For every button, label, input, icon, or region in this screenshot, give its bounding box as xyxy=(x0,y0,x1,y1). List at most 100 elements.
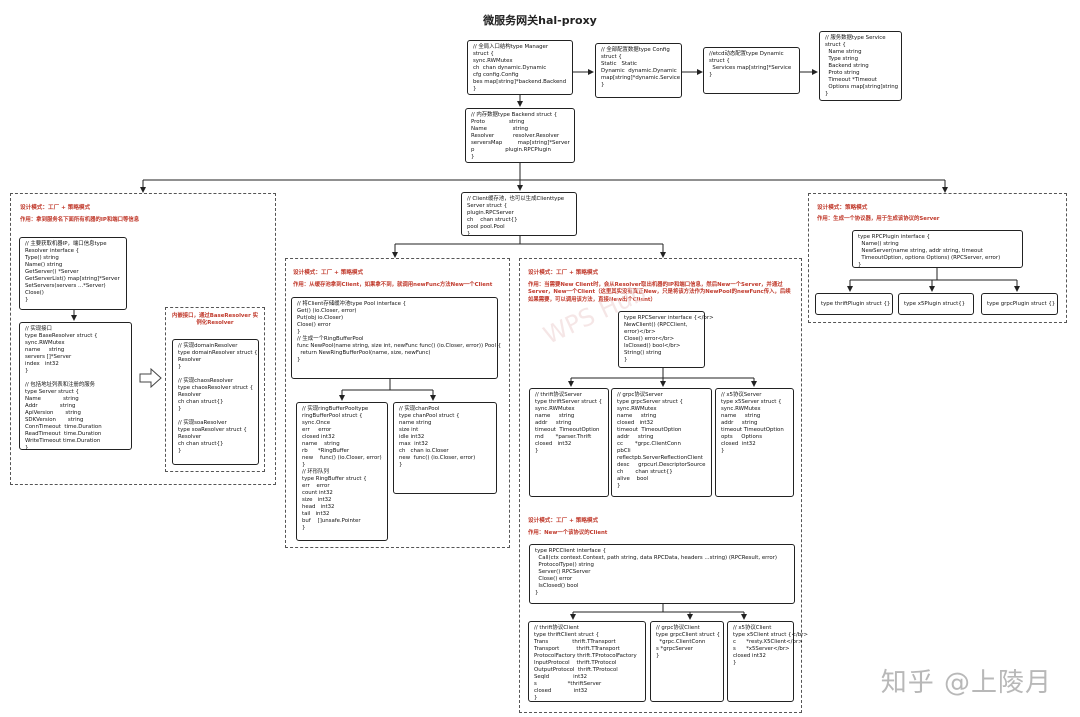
code-line: GetServer() *Server xyxy=(25,269,79,276)
code-line: // x5协议Client xyxy=(733,625,772,631)
code-line: type grpcPlugin struct {} xyxy=(987,301,1056,307)
code-line: // Client缓存池，也可以生成Clienttype xyxy=(467,196,565,202)
code-line: Static Static xyxy=(601,61,637,68)
x5-plugin-box: type x5Plugin struct{} xyxy=(898,293,974,315)
code-line: ringBufferPool struct { xyxy=(302,413,363,420)
code-line: buf []unsafe.Pointer xyxy=(302,518,361,525)
code-line: GetServerList() map[string]*Server xyxy=(25,276,120,283)
code-line: } xyxy=(721,448,725,455)
code-line: } xyxy=(302,462,306,469)
code-line: Call(ctx context.Context, path string, d… xyxy=(535,555,777,562)
code-line: // x5协议Server xyxy=(721,392,762,398)
code-line: closed int32 xyxy=(534,688,588,695)
plugin-group-desc: 作用：生成一个协议器，用于生成该协议的Server xyxy=(817,216,940,222)
code-line: Name() string xyxy=(25,262,63,269)
code-line: name string xyxy=(721,413,761,420)
code-line: sync.RWMutex xyxy=(721,406,761,413)
code-line: Close() xyxy=(25,290,44,297)
code-line: closed int32 xyxy=(302,434,335,441)
code-line: Trans thrift.TTransport xyxy=(534,639,616,646)
code-line: } xyxy=(297,329,301,336)
code-line: name string xyxy=(399,420,432,427)
implements-arrow-icon xyxy=(139,368,162,388)
code-line: index int32 xyxy=(25,361,59,368)
code-line: p plugin.RPCPlugin xyxy=(471,147,551,154)
code-line: addr string xyxy=(535,420,572,427)
code-line: type grpcServer struct { xyxy=(617,399,683,406)
code-line: Addr string xyxy=(25,403,76,410)
code-line: } xyxy=(25,445,29,452)
code-line: Options map[string]string xyxy=(825,84,899,91)
code-line: type thriftPlugin struct {} xyxy=(821,301,891,307)
code-line: Name string xyxy=(825,49,862,56)
code-line: ch chan struct{} xyxy=(467,217,518,224)
resolver-impl-group xyxy=(165,307,265,472)
code-line: new func() (io.Closer, error) xyxy=(302,455,382,462)
backend-box: // 内存数据type Backend struct {Proto string… xyxy=(465,108,575,163)
code-line: name string xyxy=(302,441,340,448)
code-line: // 将Client存储缓冲池type Pool interface { xyxy=(297,301,407,307)
code-line: closed int32 xyxy=(617,420,654,427)
code-line: pbCli xyxy=(617,448,631,455)
code-line: type x5Plugin struct{} xyxy=(904,301,966,307)
code-line: } xyxy=(534,695,538,702)
code-line: desc grpcurl.DescriptorSource xyxy=(617,462,706,469)
rpc-server-interface-box: type RPCServer interface {</br>NewClient… xyxy=(618,311,714,368)
code-line: struct { xyxy=(473,51,494,58)
code-line: type chanPool struct { xyxy=(399,413,460,420)
code-line: type x5Server struct { xyxy=(721,399,782,406)
code-line: NewServer(name string, addr string, time… xyxy=(858,248,983,255)
code-line: tail int32 xyxy=(302,511,330,518)
code-line: type thriftServer struct { xyxy=(535,399,603,406)
grpc-plugin-box: type grpcPlugin struct {} xyxy=(981,293,1058,315)
code-line: ProtocolType() string xyxy=(535,562,594,569)
code-line: type grpcClient struct { xyxy=(656,632,720,639)
watermark: 知乎 @上陵月 xyxy=(880,668,1052,698)
code-line: } xyxy=(709,72,713,79)
code-line: // thrift协议Client xyxy=(534,625,579,631)
code-line: servers []*Server xyxy=(25,354,72,361)
code-line: } xyxy=(25,297,29,304)
plugin-group-title: 设计模式：策略模式 xyxy=(817,205,868,211)
code-line: Close() error</br> xyxy=(624,336,675,343)
code-line: NewClient() (RPCClient, xyxy=(624,322,688,329)
code-line: timeout TimeoutOption xyxy=(535,427,600,434)
code-line: type RPCServer interface {</br> xyxy=(624,315,714,321)
code-line: idle int32 xyxy=(399,434,425,441)
code-line: sync.Once xyxy=(302,420,331,427)
code-line: Type string xyxy=(825,56,858,63)
code-line: error)</br> xyxy=(624,329,656,336)
code-line: func NewPool(name string, size int, newF… xyxy=(297,343,502,350)
code-line: ConnTimeout time.Duration xyxy=(25,424,102,431)
code-line: ch chan struct{} xyxy=(178,399,224,406)
code-line: name string xyxy=(617,413,657,420)
code-line: addr string xyxy=(617,434,654,441)
code-line: sync.RWMutex xyxy=(25,340,65,347)
resolver-group xyxy=(10,193,276,485)
code-line: type chaosResolver struct { xyxy=(178,385,254,392)
code-line: type Server struct { xyxy=(25,389,79,396)
rpc-plugin-interface-box: type RPCPlugin interface { Name() string… xyxy=(852,230,1023,268)
page-title: 微服务网关hal-proxy xyxy=(483,14,597,27)
pool-group xyxy=(285,258,510,548)
code-line: // 实现接口 xyxy=(25,326,52,332)
code-line: } xyxy=(178,364,182,371)
code-line: Proto string xyxy=(471,119,525,126)
code-line: IsClosed() bool</br> xyxy=(624,343,681,350)
code-line: // 实现chaosResolver xyxy=(178,378,234,385)
code-line: // 生成一个RingBufferPool xyxy=(297,336,364,343)
code-line: } xyxy=(601,82,605,89)
resolver-group-title: 设计模式：工厂 + 策略模式 xyxy=(20,205,91,211)
code-line: Resolver resolver.Resolver xyxy=(471,133,560,140)
code-line: ch chan struct{} xyxy=(178,441,224,448)
code-line: } xyxy=(535,590,539,597)
code-line: type soaResolver struct { xyxy=(178,427,247,434)
code-line: } xyxy=(178,448,182,455)
code-line: type thriftClient struct { xyxy=(534,632,600,639)
code-line: type RPCPlugin interface { xyxy=(858,234,930,240)
code-line: c *resty.X5Client</br> xyxy=(733,639,803,646)
